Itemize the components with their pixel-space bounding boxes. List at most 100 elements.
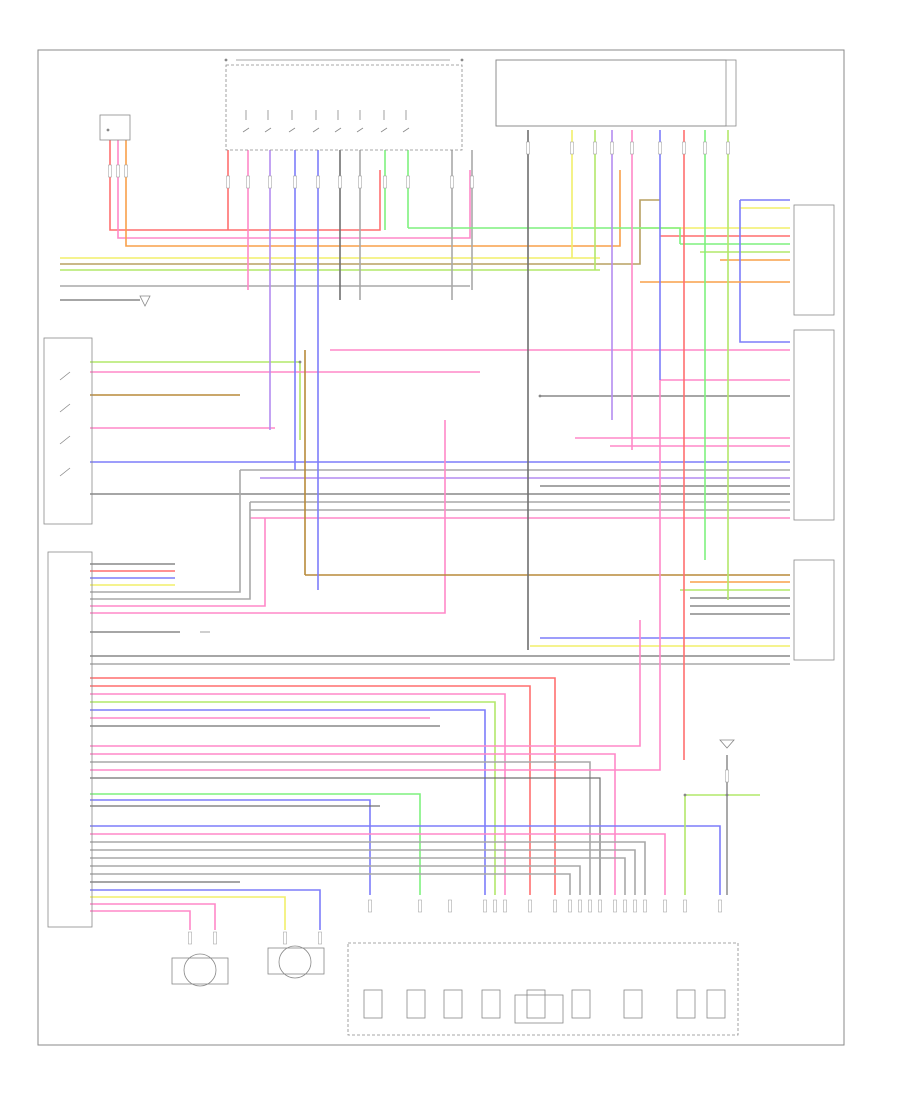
fuse-contact [312, 127, 320, 133]
wire-81 [90, 910, 191, 930]
connector-pin [450, 175, 454, 189]
wire-1 [109, 140, 381, 231]
connector-pin [368, 899, 372, 913]
connector-pin [358, 175, 362, 189]
splice-dot [538, 394, 542, 398]
switch-contact [59, 371, 71, 381]
connector-pin [623, 899, 627, 913]
connector-pin [283, 931, 287, 945]
solenoid-1 [363, 989, 383, 1019]
wire-59 [90, 709, 486, 895]
connector-pin [725, 769, 729, 783]
connector-pin [124, 164, 128, 178]
transmission-solenoid-assembly [347, 942, 739, 1036]
wire-3 [125, 140, 621, 247]
connector-pin [503, 899, 507, 913]
connector-pin [470, 175, 474, 189]
wire-group [60, 130, 790, 930]
key-switch-box [99, 114, 131, 141]
connector-pin [483, 899, 487, 913]
connector-pin [188, 931, 192, 945]
wire-70 [90, 825, 721, 895]
connector-pin [213, 931, 217, 945]
fuse-contact [334, 127, 342, 133]
connector-pin [630, 141, 634, 155]
splice-dot [298, 360, 302, 364]
combination-switch-outline [495, 59, 737, 127]
connector-pin [493, 899, 497, 913]
solenoid-7 [623, 989, 643, 1019]
connector-pin [570, 141, 574, 155]
wire-5 [60, 199, 660, 265]
connector-pin [683, 899, 687, 913]
connector-pin [633, 899, 637, 913]
connector-pin [682, 141, 686, 155]
connector-pin [643, 899, 647, 913]
splice-dot [106, 128, 110, 132]
solenoid-pair [514, 994, 564, 1024]
wire-75 [90, 865, 581, 895]
solenoid-4 [481, 989, 501, 1019]
speed-sensor-left-body [171, 957, 229, 985]
wire-40 [90, 502, 251, 600]
solenoid-8 [676, 989, 696, 1019]
switch-contact [59, 467, 71, 477]
wire-72 [90, 841, 646, 895]
solenoid-3 [443, 989, 463, 1019]
splice-dot [683, 793, 687, 797]
fuse-relay-block [225, 64, 463, 151]
connector-pin [610, 141, 614, 155]
connector-pin [726, 141, 730, 155]
wire-55 [90, 677, 556, 895]
wire-68 [90, 799, 371, 895]
connector-pin [526, 141, 530, 155]
wire-63 [90, 753, 616, 895]
switch-contact [59, 435, 71, 445]
connector-pin [268, 175, 272, 189]
splice-dot [224, 58, 228, 62]
connector-pin [338, 175, 342, 189]
relay-symbol [139, 295, 151, 307]
combination-switch [495, 59, 727, 127]
wire-41 [90, 518, 266, 607]
wire-79 [90, 896, 286, 930]
solenoid-6 [571, 989, 591, 1019]
engine-control-module [47, 551, 93, 928]
fuse-contact [288, 127, 296, 133]
connector-pin [528, 899, 532, 913]
wire-80 [90, 903, 216, 930]
fuse-contact [242, 127, 250, 133]
fuse-contact [264, 127, 272, 133]
solenoid-2 [406, 989, 426, 1019]
wire-65 [90, 380, 661, 771]
right-connector-b [793, 329, 835, 521]
speed-sensor-left [183, 953, 217, 987]
speed-sensor-right-body [267, 947, 325, 975]
wire-2 [117, 140, 471, 239]
speed-sensor-right [278, 945, 312, 979]
connector-pin [568, 899, 572, 913]
shift-lock-control-unit [43, 337, 93, 525]
wire-71 [90, 833, 666, 895]
connector-pin [383, 175, 387, 189]
wire-58 [90, 701, 496, 895]
connector-pin [663, 899, 667, 913]
wire-42 [90, 420, 446, 614]
switch-contact [59, 403, 71, 413]
connector-pin [108, 164, 112, 178]
connector-pin [318, 931, 322, 945]
connector-pin [246, 175, 250, 189]
fuse-contact [356, 127, 364, 133]
wire-67 [90, 793, 421, 895]
wire-74 [90, 857, 626, 895]
wire-16 [739, 200, 790, 343]
splice-dot [725, 793, 729, 797]
connector-pin [448, 899, 452, 913]
solenoid-5 [526, 989, 546, 1019]
component-group [43, 58, 835, 1036]
connector-pin [406, 175, 410, 189]
connector-pin [116, 164, 120, 178]
solenoid-9 [706, 989, 726, 1019]
connector-pin [316, 175, 320, 189]
